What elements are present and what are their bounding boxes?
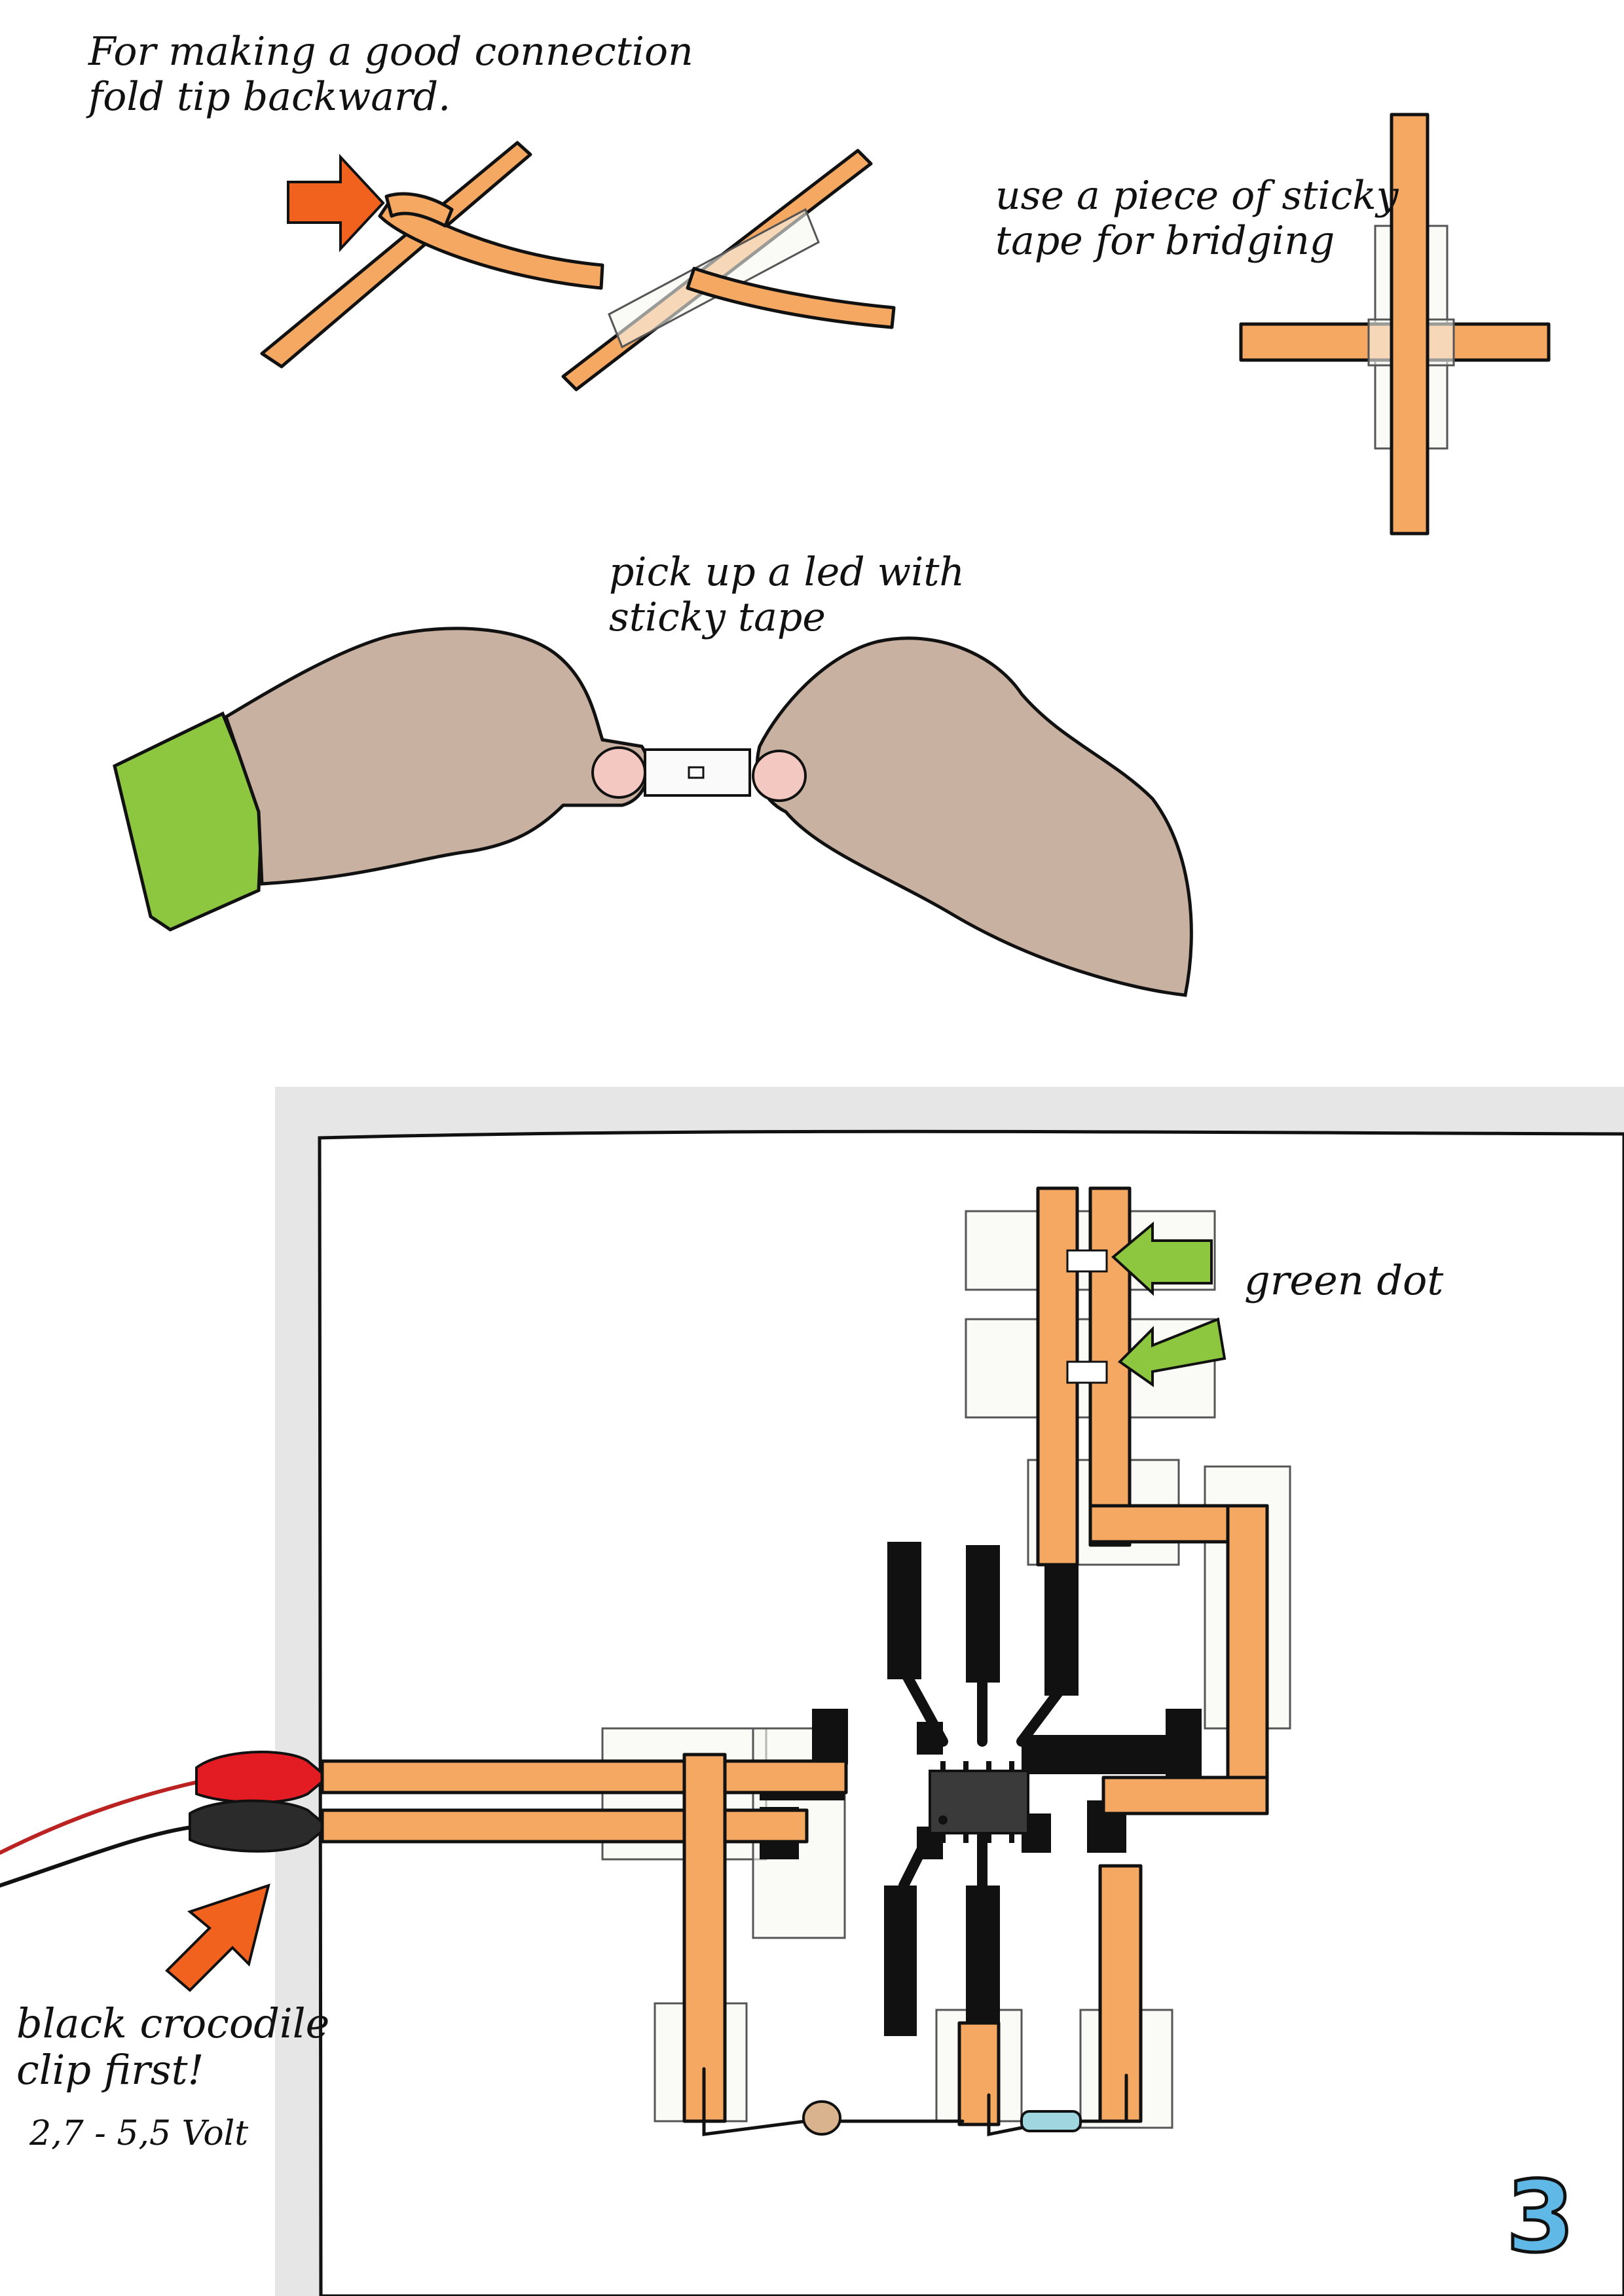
page-number: 3 bbox=[1504, 2159, 1576, 2276]
resistor bbox=[1020, 2110, 1082, 2132]
right-hand bbox=[755, 636, 1193, 997]
ldr-sensor bbox=[802, 2100, 841, 2136]
green-arrow-icon bbox=[1117, 1317, 1227, 1387]
annotation-voltage: 2,7 - 5,5 Volt bbox=[29, 2114, 249, 2153]
bridging-illustration bbox=[1239, 113, 1551, 536]
circuit-sheet bbox=[0, 1087, 1624, 2296]
annotation-green-dot: green dot bbox=[1244, 1256, 1444, 1304]
red-clip-icon bbox=[195, 1751, 330, 1804]
hands-illustration bbox=[113, 627, 1193, 997]
fold-tip-illustration bbox=[260, 141, 896, 392]
annotation-black-clip: black crocodile clip first! bbox=[16, 1999, 330, 2094]
orange-arrow-icon bbox=[287, 153, 385, 253]
led-on-tape bbox=[644, 748, 751, 797]
left-hand bbox=[223, 627, 650, 886]
annotation-fold-tip: For making a good connection fold tip ba… bbox=[88, 29, 693, 120]
annotation-pick-led: pick up a led with sticky tape bbox=[609, 549, 965, 640]
black-clip-icon bbox=[189, 1799, 330, 1853]
annotation-sticky-bridge: use a piece of sticky tape for bridging bbox=[995, 173, 1399, 264]
orange-arrow-icon bbox=[165, 1883, 270, 1992]
green-arrow-icon bbox=[1111, 1221, 1213, 1296]
green-sleeve bbox=[113, 711, 264, 932]
